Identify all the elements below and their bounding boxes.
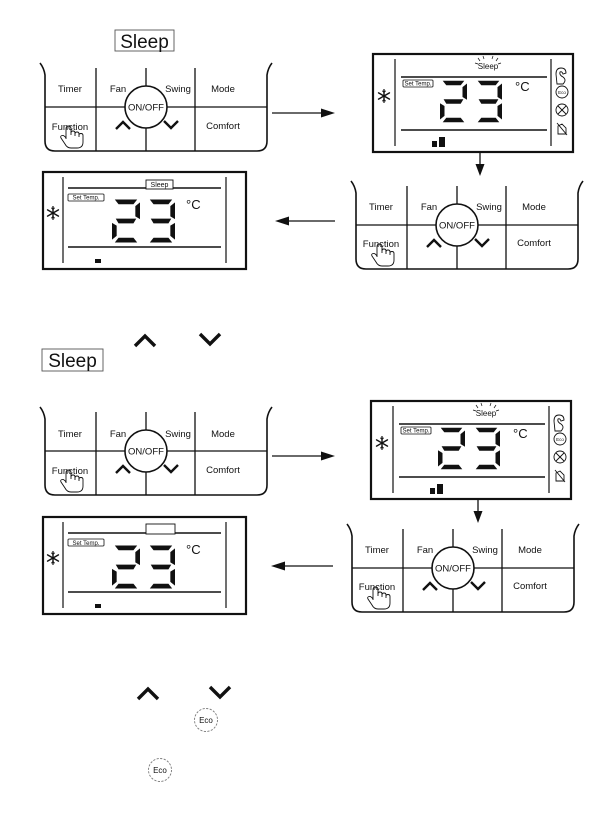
eco-icon-bottom-2: Eco [149, 759, 172, 782]
down-arrow-key-icon [200, 334, 220, 344]
lcd-display-sleep-off: Set Temp. °C [43, 517, 246, 614]
remote-keypad-2: Timer Fan Swing Mode Function Comfort ON… [351, 181, 583, 269]
function-button[interactable]: Function [359, 582, 395, 593]
set-temp-label: Set Temp. [73, 541, 100, 547]
fan-button[interactable]: Fan [110, 429, 126, 440]
swing-button[interactable]: Swing [165, 429, 191, 440]
sleep-heading-mid-text: Sleep [48, 351, 97, 372]
eco-label-2: Eco [153, 766, 167, 775]
function-button[interactable]: Function [52, 466, 88, 477]
on-off-button[interactable]: ON/OFF [128, 447, 164, 458]
arrow-left-1 [275, 217, 335, 226]
on-off-button[interactable]: ON/OFF [435, 564, 471, 575]
eco-icon: Eco [556, 437, 564, 442]
comfort-button[interactable]: Comfort [206, 121, 240, 132]
arrow-left-2 [271, 562, 333, 571]
sleep-heading-mid: Sleep [42, 349, 103, 372]
timer-button[interactable]: Timer [58, 429, 82, 440]
arrow-down-2 [474, 499, 483, 523]
eco-icon-bottom-1: Eco [195, 709, 218, 732]
sleep-badge: Sleep [151, 182, 169, 189]
timer-button[interactable]: Timer [369, 202, 393, 213]
mode-button[interactable]: Mode [522, 202, 546, 213]
remote-keypad-3: Timer Fan Swing Mode Function Comfort ON… [40, 407, 272, 495]
remote-keypad-4: Timer Fan Swing Mode Function Comfort ON… [347, 524, 579, 612]
set-temp-label: Set Temp. [405, 82, 432, 88]
lcd-display-sleep-on: Sleep Set Temp. °C [43, 172, 246, 269]
timer-button[interactable]: Timer [58, 84, 82, 95]
lcd-display-sleep-active-1: Sleep Set Temp. °C Eco [373, 54, 573, 152]
function-button[interactable]: Function [52, 122, 88, 133]
lcd-display-sleep-active-2: Sleep Set Temp. °C Eco [371, 401, 571, 499]
fan-button[interactable]: Fan [417, 545, 433, 556]
up-arrow-key-icon-bottom [138, 689, 158, 699]
on-off-button[interactable]: ON/OFF [128, 103, 164, 114]
swing-button[interactable]: Swing [165, 84, 191, 95]
fan-button[interactable]: Fan [421, 202, 437, 213]
swing-button[interactable]: Swing [476, 202, 502, 213]
celsius-unit: °C [186, 197, 201, 212]
comfort-button[interactable]: Comfort [513, 581, 547, 592]
swing-button[interactable]: Swing [472, 545, 498, 556]
celsius-unit: °C [186, 542, 201, 557]
arrow-down-1 [476, 152, 485, 176]
comfort-button[interactable]: Comfort [517, 238, 551, 249]
comfort-button[interactable]: Comfort [206, 465, 240, 476]
function-button[interactable]: Function [363, 239, 399, 250]
fan-button[interactable]: Fan [110, 84, 126, 95]
set-temp-label: Set Temp. [73, 196, 100, 202]
mode-button[interactable]: Mode [211, 429, 235, 440]
sleep-heading-top-text: Sleep [120, 32, 169, 53]
sleep-indicator: Sleep [476, 409, 497, 418]
sleep-heading-top: Sleep [115, 30, 174, 53]
mode-button[interactable]: Mode [211, 84, 235, 95]
remote-keypad-1: Timer Fan Swing Mode Function Comfort ON… [40, 63, 272, 151]
celsius-unit: °C [515, 79, 530, 94]
celsius-unit: °C [513, 426, 528, 441]
eco-label-1: Eco [199, 716, 213, 725]
up-arrow-key-icon [135, 336, 155, 346]
down-arrow-key-icon-bottom [210, 687, 230, 697]
eco-icon: Eco [558, 90, 566, 95]
arrow-right-1 [272, 109, 335, 118]
sleep-indicator: Sleep [478, 62, 499, 71]
sleep-badge-empty [146, 524, 175, 534]
mode-button[interactable]: Mode [518, 545, 542, 556]
timer-button[interactable]: Timer [365, 545, 389, 556]
set-temp-label: Set Temp. [403, 429, 430, 435]
on-off-button[interactable]: ON/OFF [439, 221, 475, 232]
arrow-right-2 [272, 452, 335, 461]
